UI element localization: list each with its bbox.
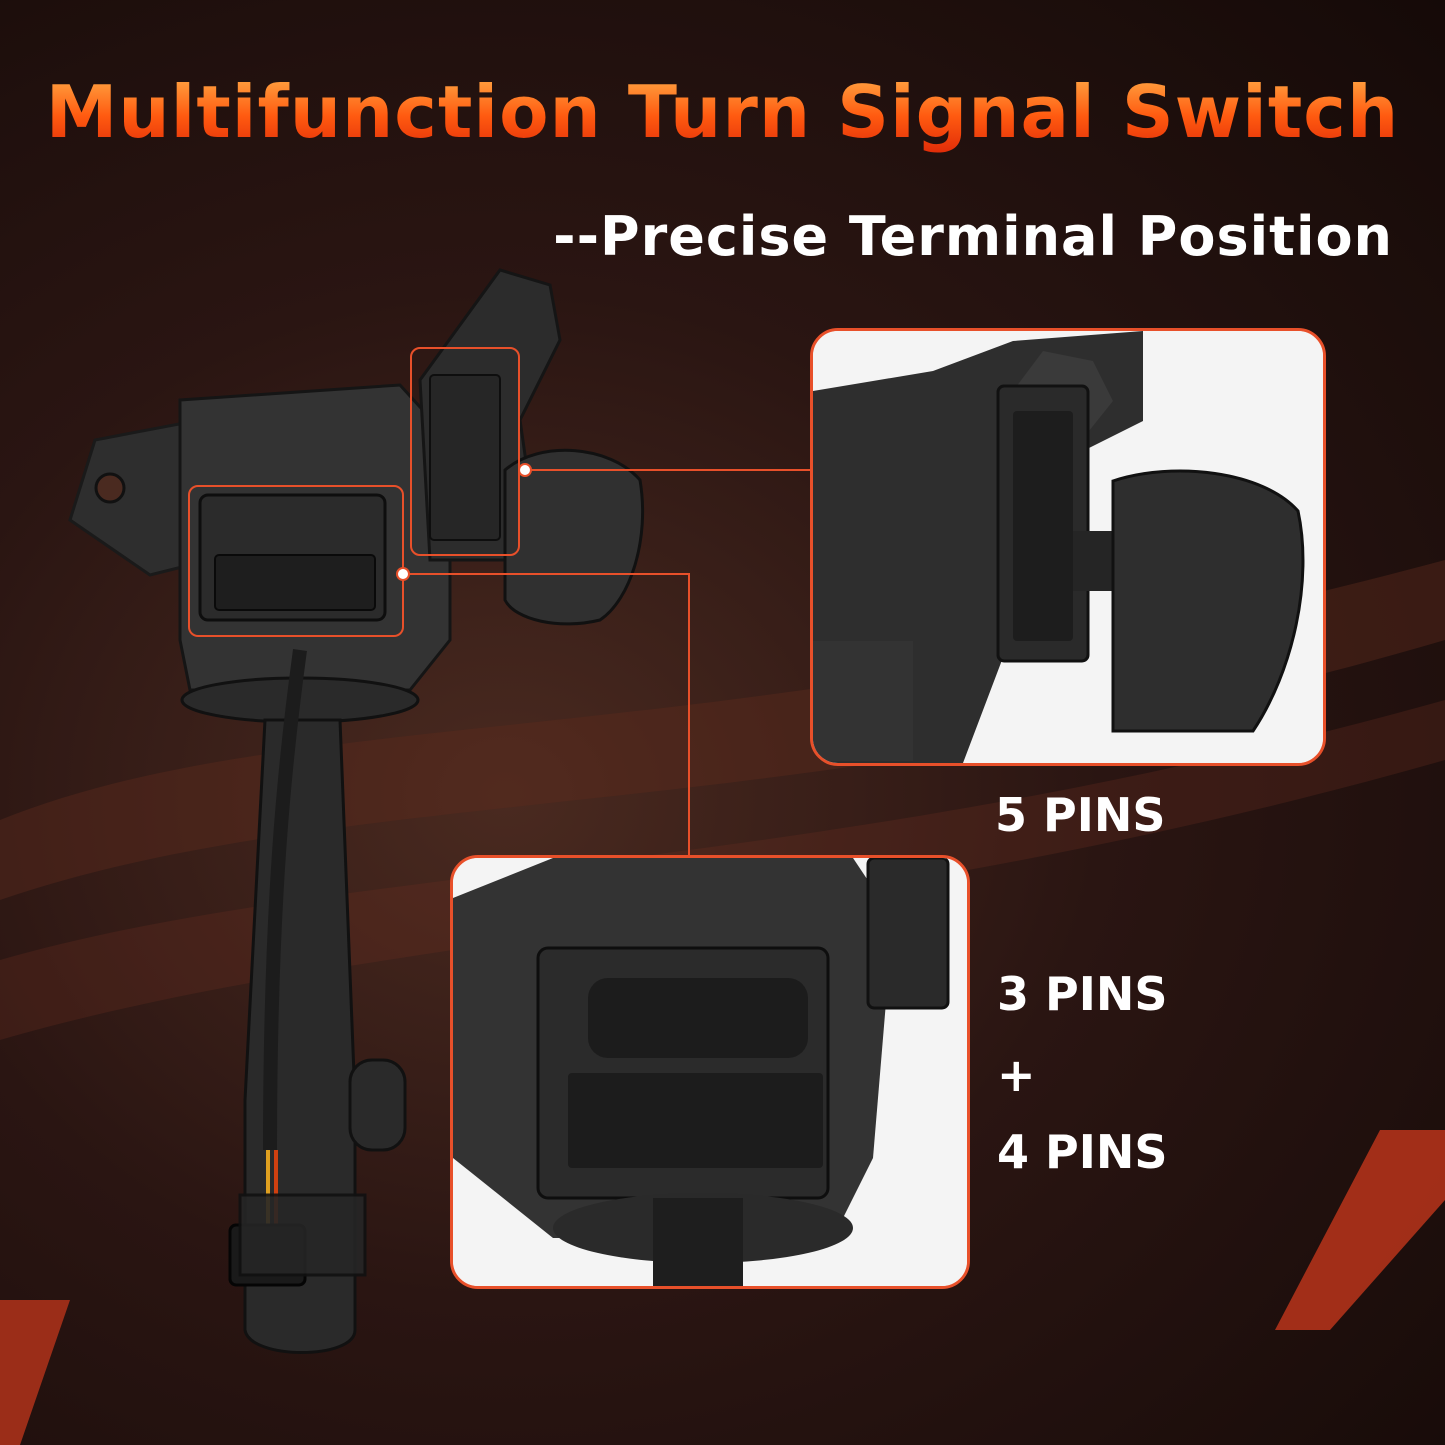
zoom-panel-seven-pin (450, 855, 970, 1289)
highlight-front-connector (188, 485, 404, 637)
label-four-pins: 4 PINS (997, 1125, 1168, 1179)
leader-dot-top (518, 463, 532, 477)
leader-dot-bottom (396, 567, 410, 581)
leader-line-top (525, 469, 810, 471)
label-plus: + (997, 1048, 1036, 1102)
page-title: Multifunction Turn Signal Switch (0, 70, 1445, 154)
leader-line-bottom-h (402, 573, 690, 575)
seven-pin-connector-closeup (453, 858, 967, 1286)
highlight-top-connector (410, 347, 520, 556)
page-subtitle: --Precise Terminal Position (553, 205, 1393, 268)
leader-line-bottom-v (688, 573, 690, 855)
five-pin-connector-closeup (813, 331, 1323, 763)
zoom-panel-five-pin (810, 328, 1326, 766)
label-three-pins: 3 PINS (997, 967, 1168, 1021)
label-five-pins: 5 PINS (995, 788, 1166, 842)
